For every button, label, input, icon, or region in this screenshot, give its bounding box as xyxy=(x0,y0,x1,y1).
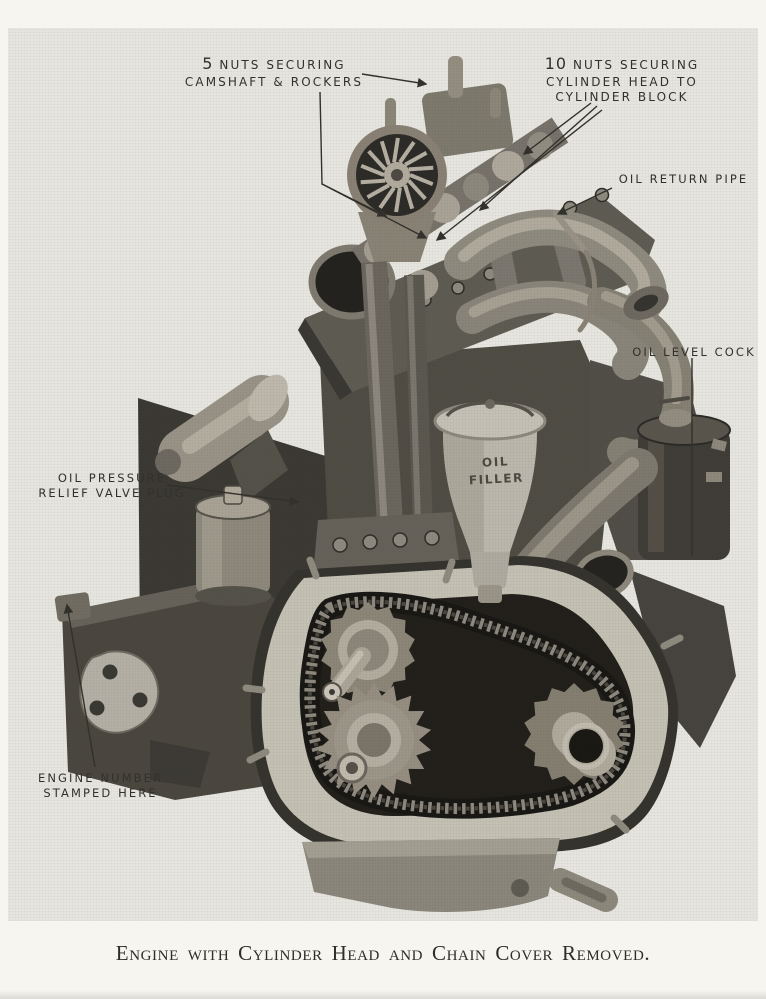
label-10-nuts-cylinder-head: 10 NUTS SECURING CYLINDER HEAD TO CYLIND… xyxy=(544,54,700,105)
engine-illustration xyxy=(54,56,736,912)
timing-chain-case xyxy=(242,556,684,868)
crankshaft-sprocket xyxy=(524,683,624,785)
intermediate-gear xyxy=(316,682,432,798)
oil-filler-funnel xyxy=(433,399,547,603)
page-edge-shade xyxy=(0,990,766,999)
label-oil-pressure-relief-valve-plug: OIL PRESSURE RELIEF VALVE PLUG xyxy=(38,471,186,500)
label-5-nuts-camshaft-rockers: 5 NUTS SECURING CAMSHAFT & ROCKERS xyxy=(184,54,364,89)
dynamo-cylinder xyxy=(155,374,289,502)
oil-tank xyxy=(637,396,731,560)
label-oil-filler: OIL FILLER xyxy=(468,454,525,488)
label-engine-number-stamped-here: ENGINE NUMBER STAMPED HERE xyxy=(37,771,164,800)
leader-lines xyxy=(63,73,693,768)
timing-chain xyxy=(299,591,635,819)
oil-return-pipe xyxy=(553,211,598,333)
engine-photo: 5 NUTS SECURING CAMSHAFT & ROCKERS 10 NU… xyxy=(8,28,758,921)
sump-pan xyxy=(302,838,618,912)
camshaft-sprocket xyxy=(321,602,415,702)
figure-caption: Engine with Cylinder Head and Chain Cove… xyxy=(115,941,651,965)
finned-drive-housing xyxy=(347,125,447,262)
label-oil-return-pipe: OIL RETURN PIPE xyxy=(618,172,749,186)
engine-mounting-plate xyxy=(79,650,160,734)
oil-pump-canister xyxy=(195,485,271,606)
label-oil-level-cock: OIL LEVEL COCK xyxy=(632,345,756,359)
